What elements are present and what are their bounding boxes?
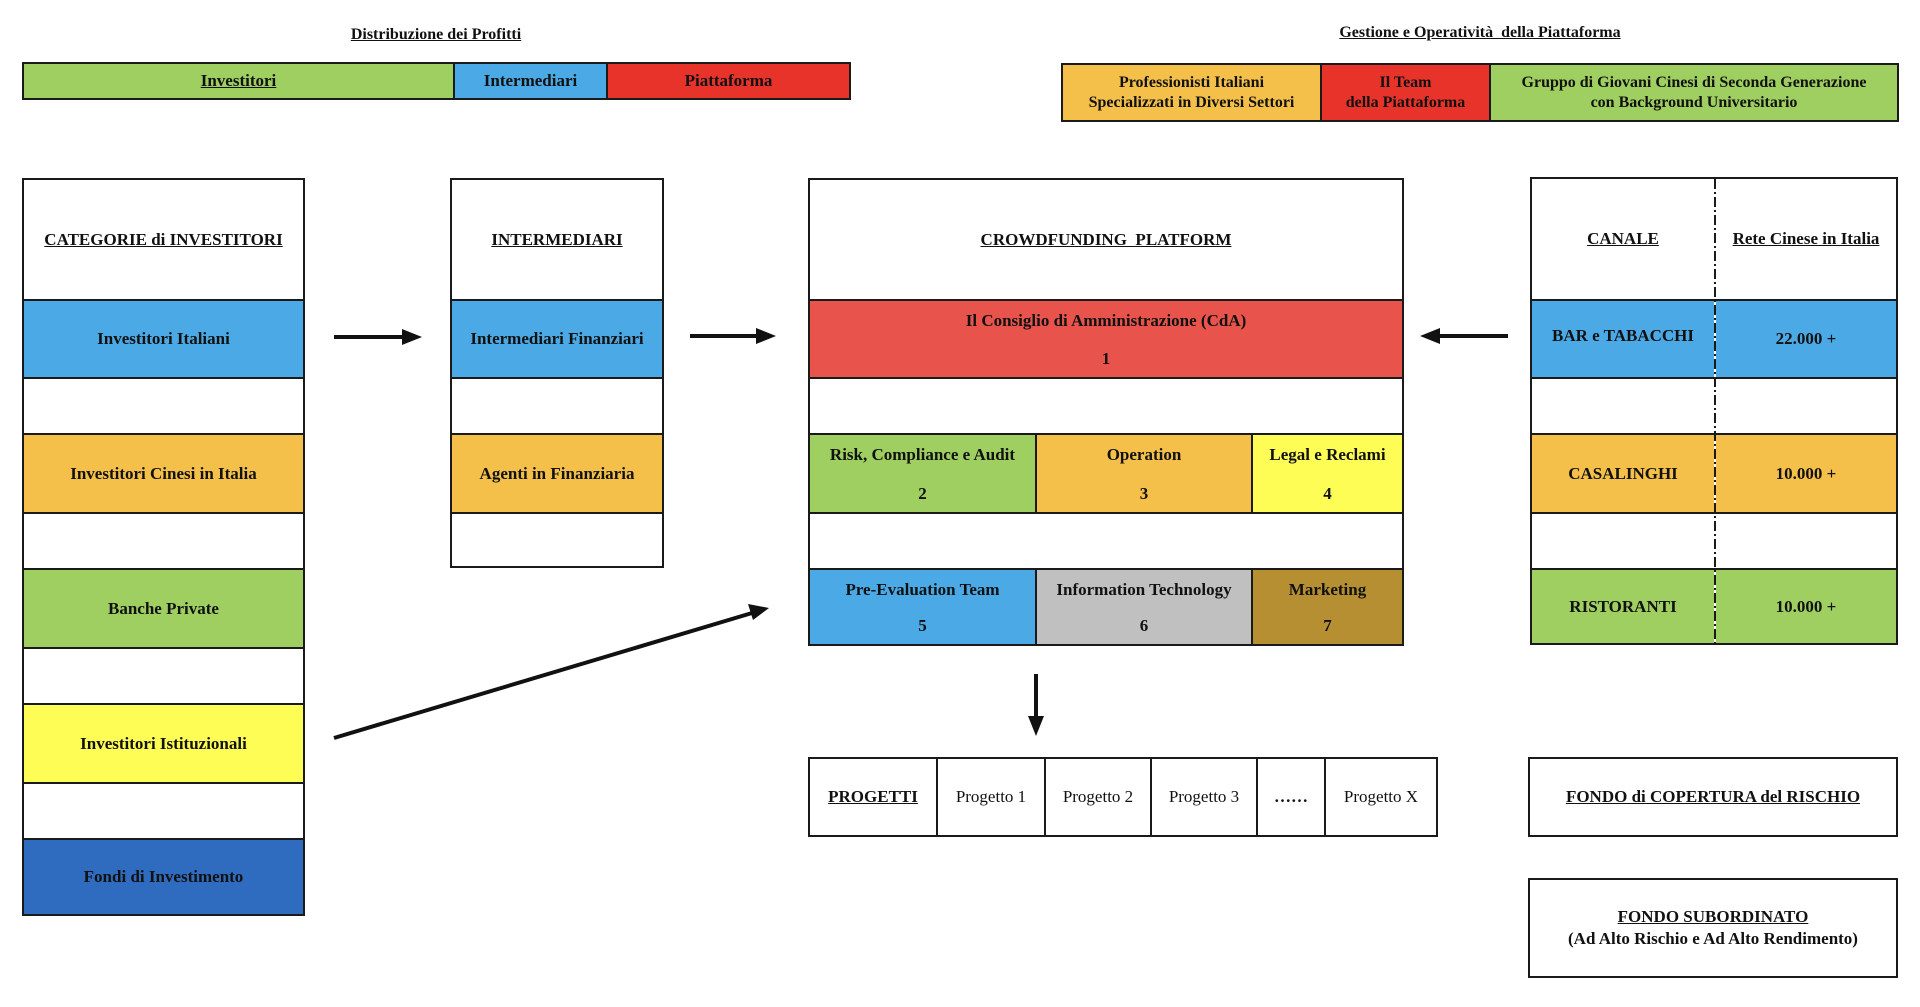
arrow-investors-to-intermediaries — [334, 329, 422, 345]
board-label: Il Consiglio di Amministrazione (CdA) — [965, 311, 1247, 330]
investor-private-banks: Banche Private — [24, 570, 303, 647]
platform-board-cda: Il Consiglio di Amministrazione (CdA) 1 — [810, 301, 1402, 377]
subordinated-fund-subtitle: (Ad Alto Rischio e Ad Alto Rendimento) — [1568, 929, 1858, 948]
chinese-network-header: Rete Cinese in Italia — [1732, 229, 1880, 249]
channel-bar-tabacchi-count: 22.000 + — [1716, 301, 1896, 377]
dept-marketing: Marketing 7 — [1253, 570, 1402, 644]
channel-casalinghi: CASALINGHI — [1532, 435, 1714, 512]
investor-italian: Investitori Italiani — [24, 301, 303, 377]
dept-legal-reclami: Legal e Reclami 4 — [1253, 435, 1402, 512]
intermediary-agents: Agenti in Finanziaria — [452, 435, 662, 512]
risk-coverage-fund-label: FONDO di COPERTURA del RISCHIO — [1565, 787, 1861, 807]
dept-number: 5 — [918, 616, 927, 635]
profit-distribution-bar: Investitori Intermediari Piattaforma — [22, 62, 851, 100]
projects-row: PROGETTI Progetto 1 Progetto 2 Progetto … — [808, 757, 1438, 837]
dept-pre-evaluation: Pre-Evaluation Team 5 — [810, 570, 1035, 644]
profit-segment-investors: Investitori — [24, 64, 453, 98]
dept-label: Risk, Compliance e Audit — [829, 445, 1016, 464]
subordinated-fund-title: FONDO SUBORDINATO — [1617, 906, 1809, 926]
dept-number: 2 — [918, 484, 927, 503]
dept-operation: Operation 3 — [1037, 435, 1251, 512]
channel-column-divider — [1714, 179, 1716, 643]
arrow-intermediaries-to-platform — [690, 328, 776, 344]
dept-label: Information Technology — [1056, 580, 1232, 599]
dept-number: 7 — [1323, 616, 1332, 635]
investor-investment-funds: Fondi di Investimento — [24, 840, 303, 914]
arrow-channels-to-platform — [1420, 328, 1508, 344]
dept-label: Marketing — [1288, 580, 1367, 599]
management-title: Gestione e Operatività della Piattaforma — [1339, 24, 1621, 41]
intermediaries-header: INTERMEDIARI — [491, 229, 623, 249]
intermediary-financial: Intermediari Finanziari — [452, 301, 662, 377]
projects-header: PROGETTI — [828, 787, 918, 807]
board-number: 1 — [1101, 349, 1111, 368]
channel-header: CANALE — [1587, 229, 1659, 249]
arrow-institutional-to-platform — [333, 604, 769, 740]
channel-ristoranti: RISTORANTI — [1532, 570, 1714, 643]
project-item: Progetto 3 — [1168, 787, 1240, 807]
management-segment-team: Il Team della Piattaforma — [1322, 65, 1489, 120]
dept-information-technology: Information Technology 6 — [1037, 570, 1251, 644]
investor-categories-header: CATEGORIE di INVESTITORI — [44, 229, 283, 249]
channel-bar-tabacchi: BAR e TABACCHI — [1532, 301, 1714, 377]
risk-coverage-fund: FONDO di COPERTURA del RISCHIO — [1528, 757, 1898, 837]
project-item: Progetto 2 — [1062, 787, 1134, 807]
channel-casalinghi-count: 10.000 + — [1716, 435, 1896, 512]
dept-label: Operation — [1106, 445, 1182, 464]
management-segment-young-chinese: Gruppo di Giovani Cinesi di Seconda Gene… — [1491, 65, 1897, 120]
dept-number: 4 — [1323, 484, 1332, 503]
profit-segment-platform: Piattaforma — [608, 64, 849, 98]
crowdfunding-platform: CROWDFUNDING PLATFORM Il Consiglio di Am… — [808, 178, 1404, 646]
project-ellipsis: …… — [1274, 787, 1308, 807]
management-bar: Professionisti Italiani Specializzati in… — [1061, 63, 1899, 122]
subordinated-fund: FONDO SUBORDINATO (Ad Alto Rischio e Ad … — [1528, 878, 1898, 978]
dept-number: 3 — [1139, 484, 1149, 503]
investor-institutional: Investitori Istituzionali — [24, 705, 303, 782]
management-segment-professionals: Professionisti Italiani Specializzati in… — [1063, 65, 1320, 120]
investor-categories-table: CATEGORIE di INVESTITORI Investitori Ita… — [22, 178, 305, 916]
investor-chinese-in-italy: Investitori Cinesi in Italia — [24, 435, 303, 512]
platform-header: CROWDFUNDING PLATFORM — [980, 229, 1232, 249]
dept-risk-compliance-audit: Risk, Compliance e Audit 2 — [810, 435, 1035, 512]
profit-segment-intermediaries: Intermediari — [455, 64, 606, 98]
channels-table: CANALE Rete Cinese in Italia BAR e TABAC… — [1530, 177, 1898, 645]
dept-number: 6 — [1139, 616, 1149, 635]
intermediaries-table: INTERMEDIARI Intermediari Finanziari Age… — [450, 178, 664, 568]
dept-label: Legal e Reclami — [1269, 445, 1386, 464]
project-item: Progetto 1 — [955, 787, 1027, 807]
dept-label: Pre-Evaluation Team — [845, 580, 1000, 599]
channel-ristoranti-count: 10.000 + — [1716, 570, 1896, 643]
project-item: Progetto X — [1343, 787, 1419, 807]
arrow-platform-to-projects — [1028, 674, 1044, 736]
profit-distribution-title: Distribuzione dei Profitti — [350, 26, 522, 43]
